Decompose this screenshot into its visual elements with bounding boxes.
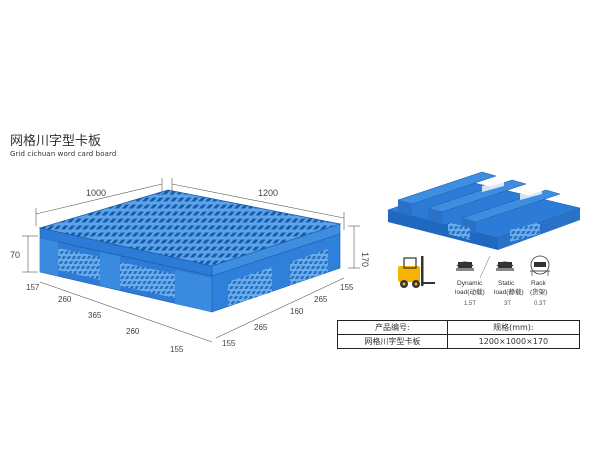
dim-width-top: 1000 bbox=[86, 188, 106, 198]
fork-opening-1 bbox=[58, 248, 100, 280]
load-rack-value: 0.3T bbox=[534, 301, 546, 307]
dim-front-left-1: 157 bbox=[26, 283, 40, 292]
load-static-value: 3T bbox=[504, 301, 511, 307]
pallet-foot bbox=[40, 238, 58, 276]
dim-height-left: 70 bbox=[10, 250, 20, 260]
dim-front-left: 157 260 365 260 155 bbox=[26, 283, 184, 354]
spec-header-code: 产品编号: bbox=[337, 320, 448, 335]
load-dynamic-cn: load(动载) bbox=[455, 287, 485, 296]
spec-table: 产品编号: 规格(mm): 网格川字型卡板 1200×1000×170 bbox=[337, 320, 581, 349]
dim-front-left-4: 260 bbox=[126, 327, 140, 336]
title-block: 网格川字型卡板 Grid cichuan word card board bbox=[10, 134, 116, 159]
fork-opening-4 bbox=[290, 249, 328, 285]
spec-table-row: 网格川字型卡板 1200×1000×170 bbox=[337, 334, 581, 349]
load-rack-en: Rack bbox=[531, 280, 547, 287]
load-dynamic-value: 1.5T bbox=[464, 301, 476, 307]
spec-cell-spec: 1200×1000×170 bbox=[446, 334, 581, 349]
pallet-underside-view bbox=[386, 171, 582, 250]
dim-front-right-5: 155 bbox=[340, 283, 354, 292]
dim-height-right: 170 bbox=[360, 252, 370, 267]
static-load-icon bbox=[479, 255, 514, 279]
fork-opening-2 bbox=[120, 262, 175, 298]
dim-front-left-5: 155 bbox=[170, 345, 184, 354]
dim-front-right: 155 265 160 265 155 bbox=[222, 283, 354, 348]
load-dynamic-en: Dynamic bbox=[457, 280, 483, 287]
main-pallet bbox=[38, 189, 342, 313]
load-static-en: Static bbox=[498, 280, 515, 287]
product-title-en: Grid cichuan word card board bbox=[10, 150, 117, 158]
fork-opening-3 bbox=[228, 267, 272, 306]
forklift-icon bbox=[398, 256, 435, 288]
dim-front-left-2: 260 bbox=[58, 295, 72, 304]
load-static-cn: load(静载) bbox=[494, 287, 524, 296]
spec-cell-code: 网格川字型卡板 bbox=[337, 334, 448, 349]
spec-header-spec: 规格(mm): bbox=[446, 320, 581, 335]
rack-load-icon bbox=[530, 255, 550, 276]
dim-length-top: 1200 bbox=[258, 188, 278, 198]
dim-front-right-4: 265 bbox=[314, 295, 328, 304]
spec-table-header: 产品编号: 规格(mm): bbox=[337, 320, 581, 335]
dim-front-right-3: 160 bbox=[290, 307, 304, 316]
load-rack-cn: (货架) bbox=[530, 287, 547, 296]
dim-front-right-2: 265 bbox=[254, 323, 268, 332]
pallet-foot bbox=[100, 252, 120, 290]
pallet-foot bbox=[175, 270, 212, 312]
dim-front-right-1: 155 bbox=[222, 339, 236, 348]
dimension-lines bbox=[22, 178, 360, 343]
dim-front-left-3: 365 bbox=[88, 311, 102, 320]
product-title-cn: 网格川字型卡板 bbox=[10, 134, 102, 149]
dynamic-load-icon bbox=[456, 261, 474, 271]
